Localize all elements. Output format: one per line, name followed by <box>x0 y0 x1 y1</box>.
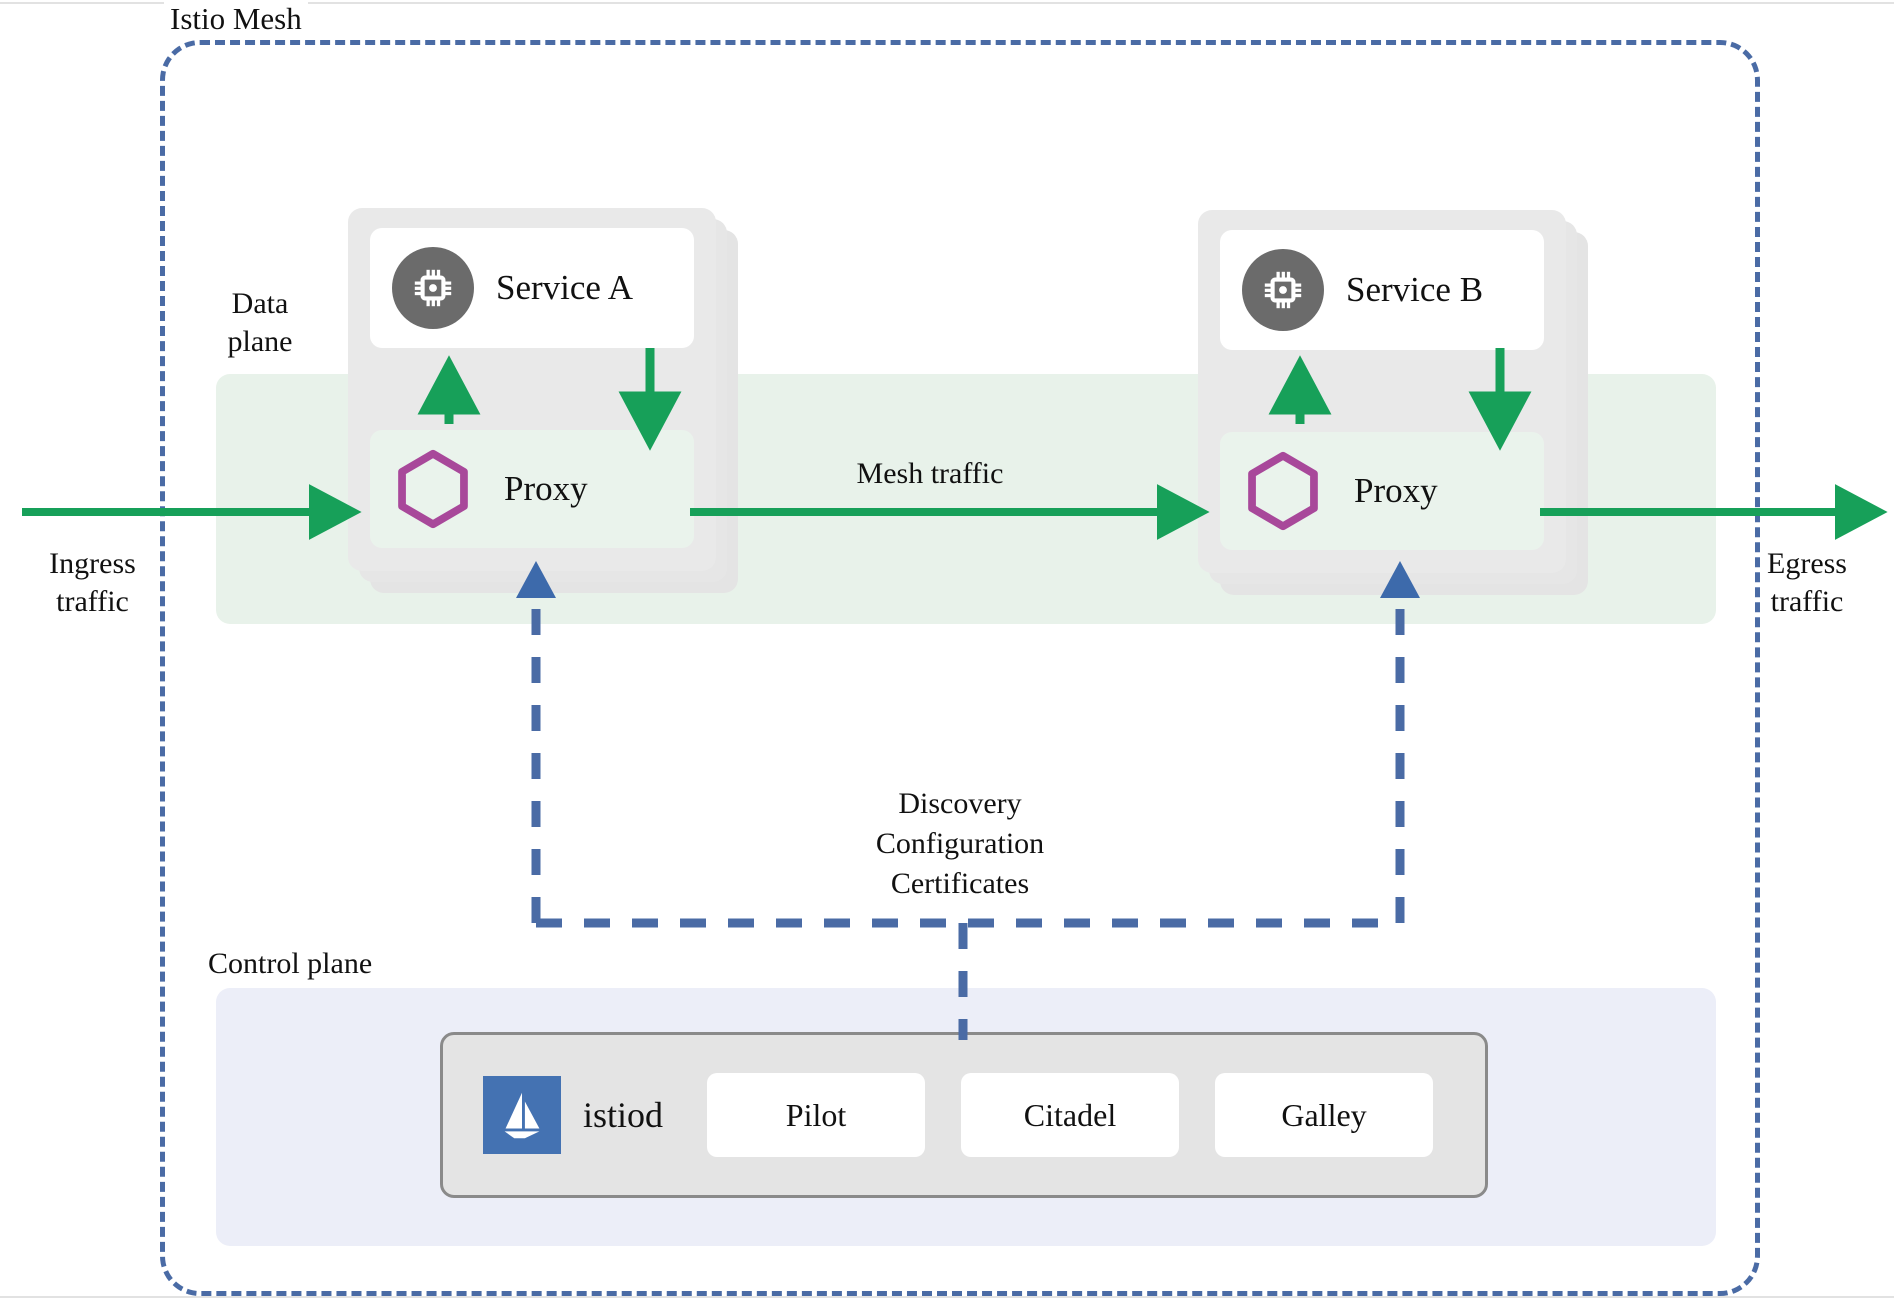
proxy-a-label: Proxy <box>504 469 588 508</box>
service-b-label: Service B <box>1346 270 1484 309</box>
istiod-component-list: Pilot Citadel Galley <box>707 1073 1434 1157</box>
proxy-b-chip[interactable]: Proxy <box>1220 432 1544 550</box>
istiod-group[interactable]: istiod Pilot Citadel Galley <box>440 1032 1488 1198</box>
mesh-traffic-label: Mesh traffic <box>856 457 1004 490</box>
data-plane-label: Data plane <box>227 287 293 358</box>
egress-traffic-label: Egress traffic <box>1767 547 1847 618</box>
proxy-a-chip[interactable]: Proxy <box>370 430 694 548</box>
istiod-component-citadel[interactable]: Citadel <box>961 1073 1180 1157</box>
service-a-chip[interactable]: Service A <box>370 228 694 348</box>
pod-service-b: Service B Proxy <box>1198 210 1588 595</box>
control-plane-flow-label: Discovery Configuration Certificates <box>875 787 1045 900</box>
istiod-label: istiod <box>583 1095 664 1135</box>
proxy-b-label: Proxy <box>1354 471 1438 510</box>
cpu-chip-icon <box>1242 249 1324 331</box>
bottom-rule <box>0 1296 1894 1298</box>
istiod-component-pilot[interactable]: Pilot <box>707 1073 926 1157</box>
istio-sail-icon <box>483 1076 561 1154</box>
control-plane-label: Control plane <box>208 947 373 980</box>
istio-mesh-title: Istio Mesh <box>164 2 308 36</box>
service-b-chip[interactable]: Service B <box>1220 230 1544 350</box>
istiod-component-galley[interactable]: Galley <box>1215 1073 1434 1157</box>
top-rule <box>0 2 1894 4</box>
service-a-label: Service A <box>496 268 634 307</box>
envoy-hexagon-icon <box>390 446 476 532</box>
istio-mesh-boundary <box>160 40 1760 1296</box>
envoy-hexagon-icon <box>1240 448 1326 534</box>
pod-service-a: Service A Proxy <box>348 208 738 593</box>
ingress-traffic-label: Ingress traffic <box>49 547 136 618</box>
cpu-chip-icon <box>392 247 474 329</box>
